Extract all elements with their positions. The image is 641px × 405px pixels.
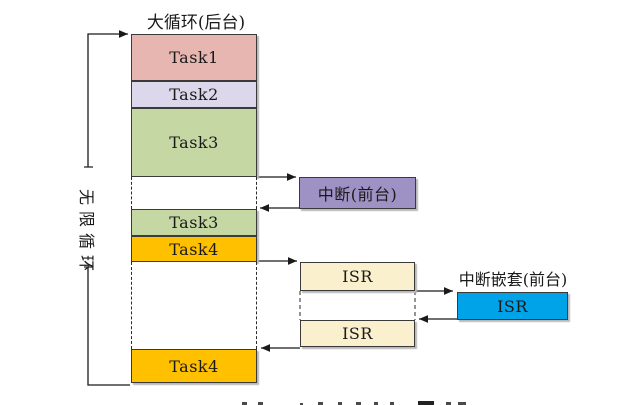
isr-block-first: ISR [300, 262, 415, 291]
isr-block-second: ISR [300, 320, 415, 347]
task1-block: Task1 [131, 34, 257, 81]
nested-interrupt-title: 中断嵌套(前台) [458, 270, 568, 289]
task4-block-first: Task4 [131, 236, 257, 262]
caption-fragment [242, 401, 466, 405]
task4-block-second: Task4 [131, 349, 257, 383]
task3-block-second: Task3 [131, 209, 257, 236]
preempt-gap-isr [131, 262, 257, 349]
loop-bottom-line [87, 267, 130, 386]
task2-block: Task2 [131, 81, 257, 108]
loop-top-arrow [87, 30, 128, 167]
interrupt-foreground-block: 中断(前台) [299, 177, 416, 209]
background-loop-title: 大循环(后台) [146, 13, 246, 33]
task3-block-first: Task3 [131, 108, 257, 177]
preempt-gap-interrupt [131, 177, 257, 209]
nested-isr-block: ISR [457, 292, 568, 320]
infinite-loop-label: 无限循环 [77, 189, 96, 278]
